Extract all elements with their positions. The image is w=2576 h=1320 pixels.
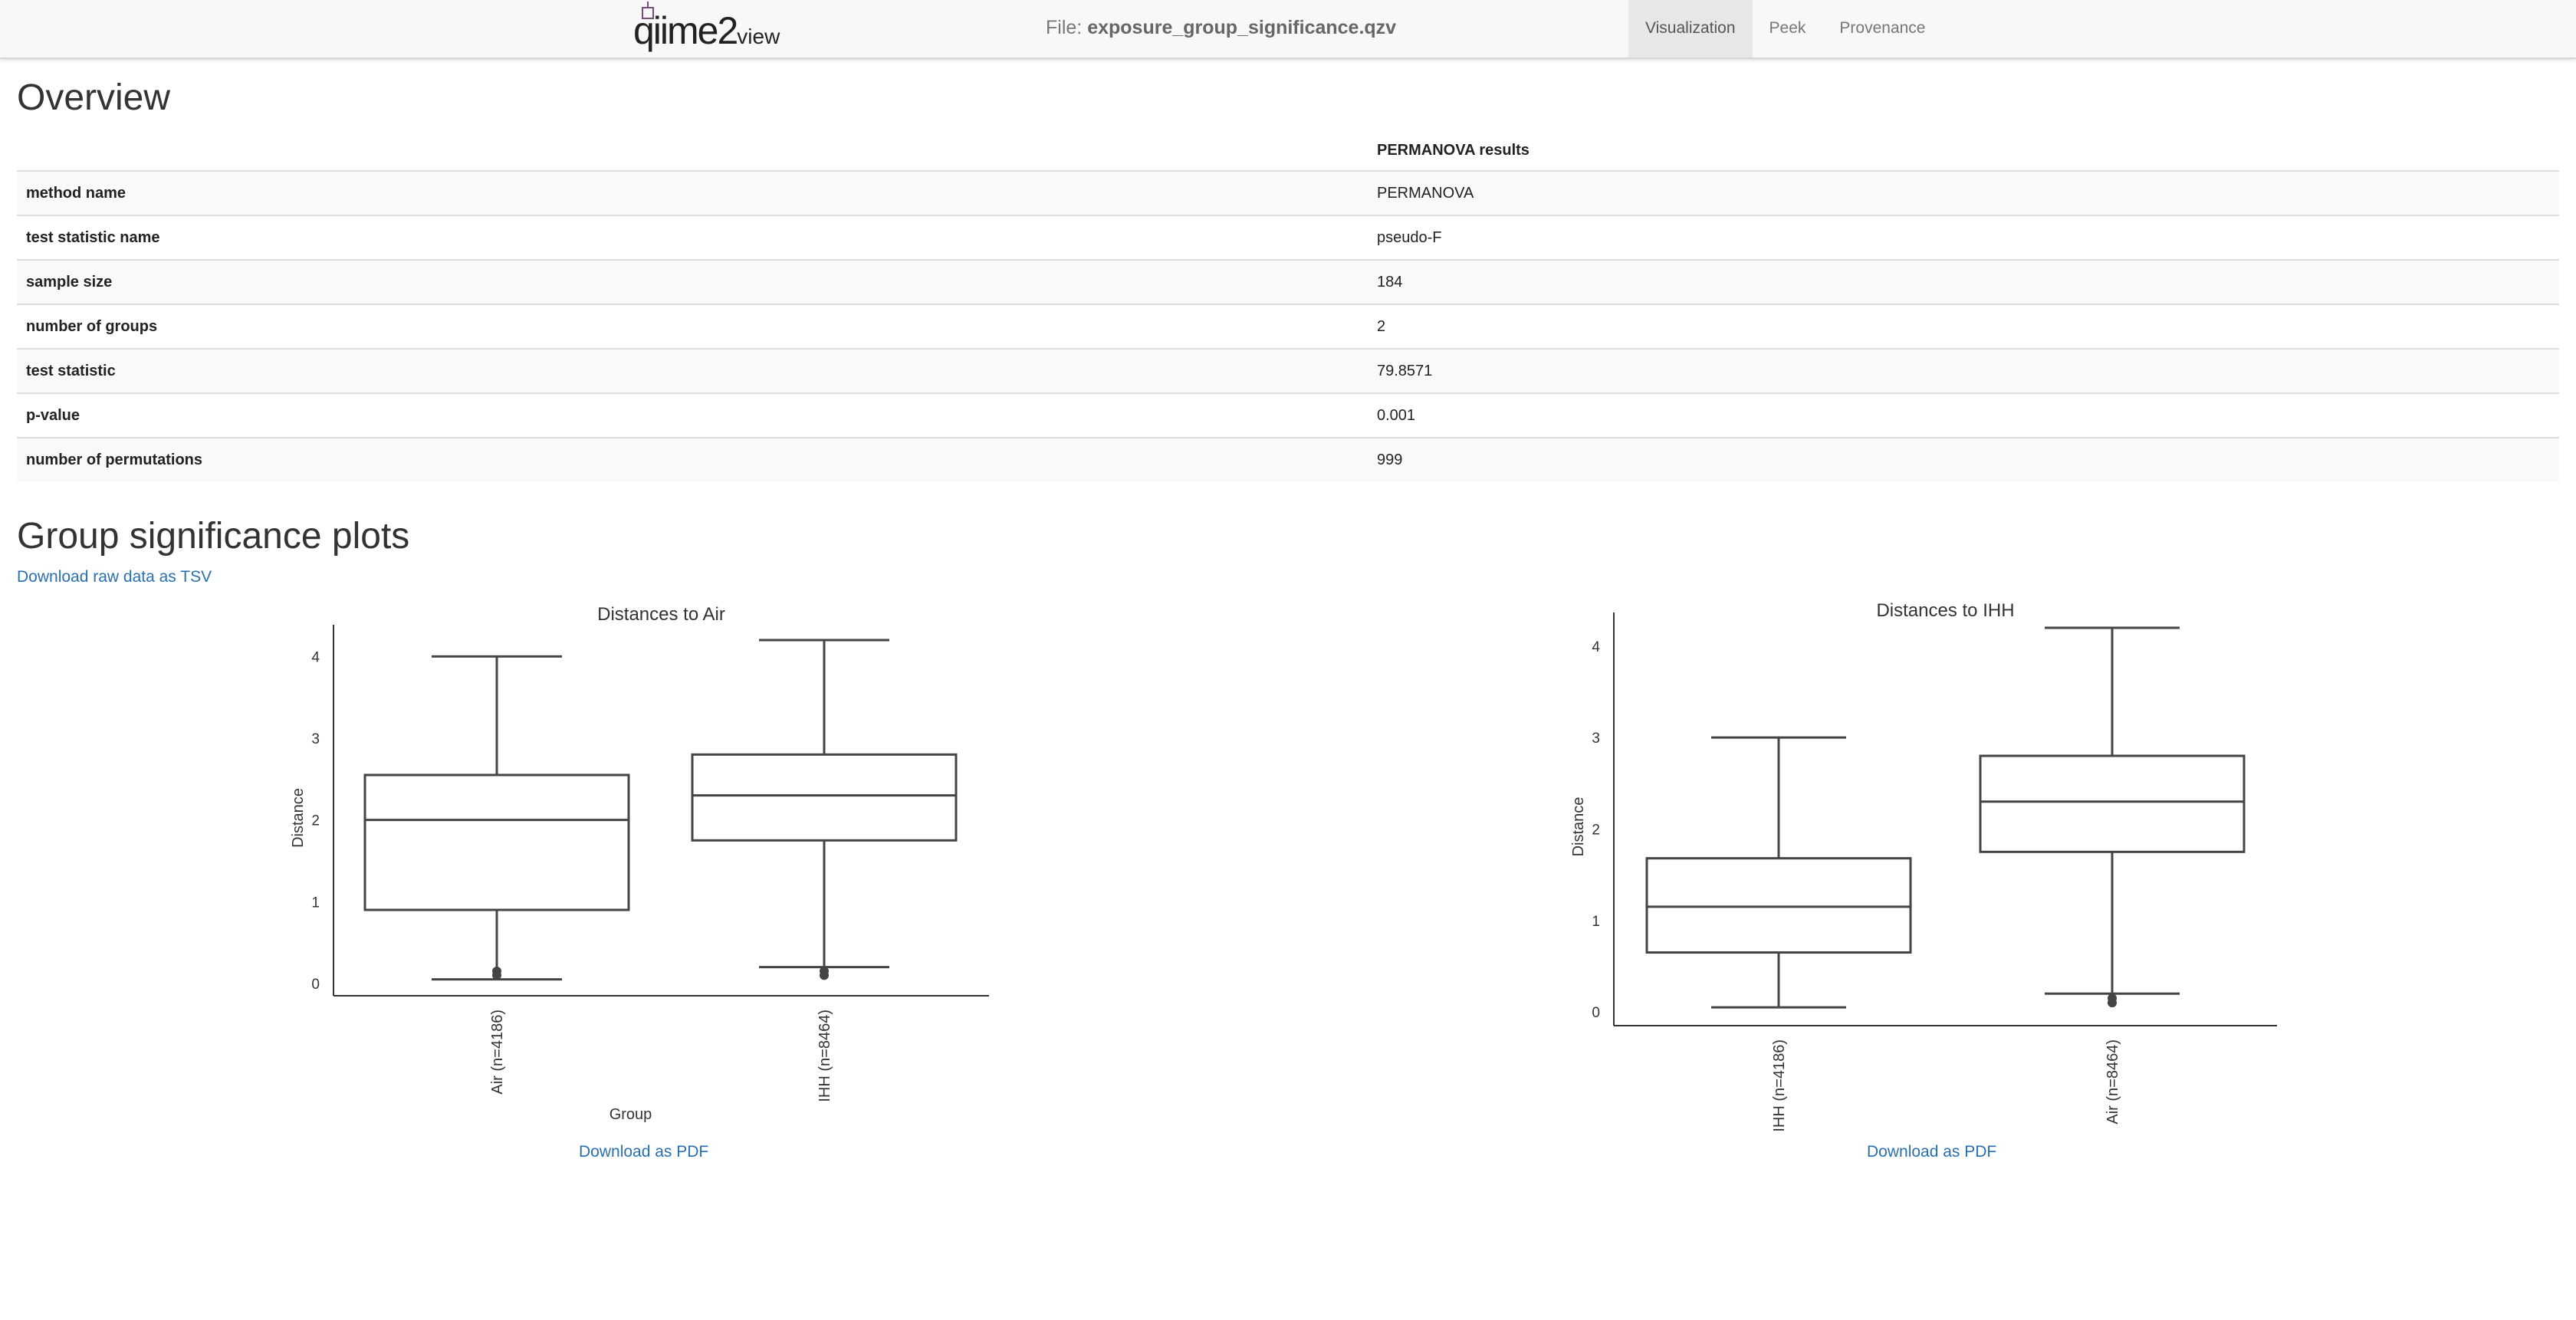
row-label: sample size — [17, 259, 1368, 304]
x-tick-label: Air (n=4186) — [489, 1010, 506, 1095]
file-prefix: File: — [1046, 17, 1083, 38]
row-value: 79.8571 — [1368, 348, 2559, 393]
tab-visualization[interactable]: Visualization — [1628, 0, 1753, 57]
download-pdf-link-air[interactable]: Download as PDF — [579, 1143, 709, 1161]
row-label: method name — [17, 170, 1368, 215]
row-label: test statistic name — [17, 215, 1368, 260]
x-tick-label: IHH (n=4186) — [1771, 1039, 1788, 1131]
iqr-box — [691, 753, 958, 842]
brand-text: qiime2view — [633, 9, 780, 52]
y-tick-label: 2 — [311, 813, 320, 829]
logo-icon — [642, 2, 654, 19]
iqr-box — [363, 773, 630, 911]
chart-title: Distances to Air — [597, 604, 725, 625]
chart-title: Distances to IHH — [1876, 600, 2014, 621]
row-value: pseudo-F — [1368, 215, 2559, 260]
download-pdf-link-ihh[interactable]: Download as PDF — [1867, 1143, 1997, 1161]
iqr-box — [1979, 754, 2246, 853]
row-value: 184 — [1368, 259, 2559, 304]
row-label: test statistic — [17, 348, 1368, 393]
x-tick-label: IHH (n=8464) — [816, 1010, 833, 1102]
tab-provenance[interactable]: Provenance — [1839, 19, 1926, 37]
y-tick-label: 3 — [1592, 731, 1600, 747]
row-value: 2 — [1368, 304, 2559, 349]
qiime2-view-logo[interactable]: qiime2view — [633, 2, 787, 54]
top-navbar: qiime2view File: exposure_group_signific… — [0, 0, 2576, 59]
x-tick-label: Air (n=8464) — [2104, 1039, 2121, 1125]
iqr-box — [1645, 857, 1912, 954]
overview-heading: Overview — [17, 77, 171, 118]
table-header-row: PERMANOVA results — [17, 130, 2559, 171]
row-value: 999 — [1368, 437, 2559, 481]
outlier-point — [492, 967, 501, 976]
y-tick-label: 2 — [1592, 822, 1600, 838]
table-header-results: PERMANOVA results — [1377, 141, 1530, 159]
y-tick-label: 3 — [311, 731, 320, 747]
table-header-empty — [17, 130, 1368, 171]
plots-heading: Group significance plots — [17, 516, 410, 557]
x-axis-label: Group — [610, 1106, 652, 1123]
y-tick-label: 0 — [1592, 1005, 1600, 1021]
file-name: exposure_group_significance.qzv — [1087, 17, 1397, 38]
y-tick-label: 1 — [1592, 914, 1600, 930]
download-tsv-link[interactable]: Download raw data as TSV — [17, 568, 212, 586]
outlier-point — [820, 967, 829, 976]
row-label: number of permutations — [17, 437, 1368, 481]
tab-peek[interactable]: Peek — [1769, 19, 1806, 37]
y-tick-label: 1 — [311, 895, 320, 911]
row-value: 0.001 — [1368, 392, 2559, 438]
y-tick-label: 4 — [1592, 639, 1600, 655]
y-axis-label: Distance — [1570, 797, 1587, 857]
view-tabs: Visualization Peek Provenance — [1628, 0, 1942, 57]
y-tick-label: 0 — [311, 977, 320, 993]
file-name-label: File: exposure_group_significance.qzv — [1046, 17, 1396, 39]
y-tick-label: 4 — [311, 649, 320, 665]
row-label: number of groups — [17, 304, 1368, 349]
row-value: PERMANOVA — [1368, 170, 2559, 215]
row-label: p-value — [17, 392, 1368, 438]
y-axis-label: Distance — [290, 788, 307, 848]
outlier-point — [2108, 993, 2117, 1003]
